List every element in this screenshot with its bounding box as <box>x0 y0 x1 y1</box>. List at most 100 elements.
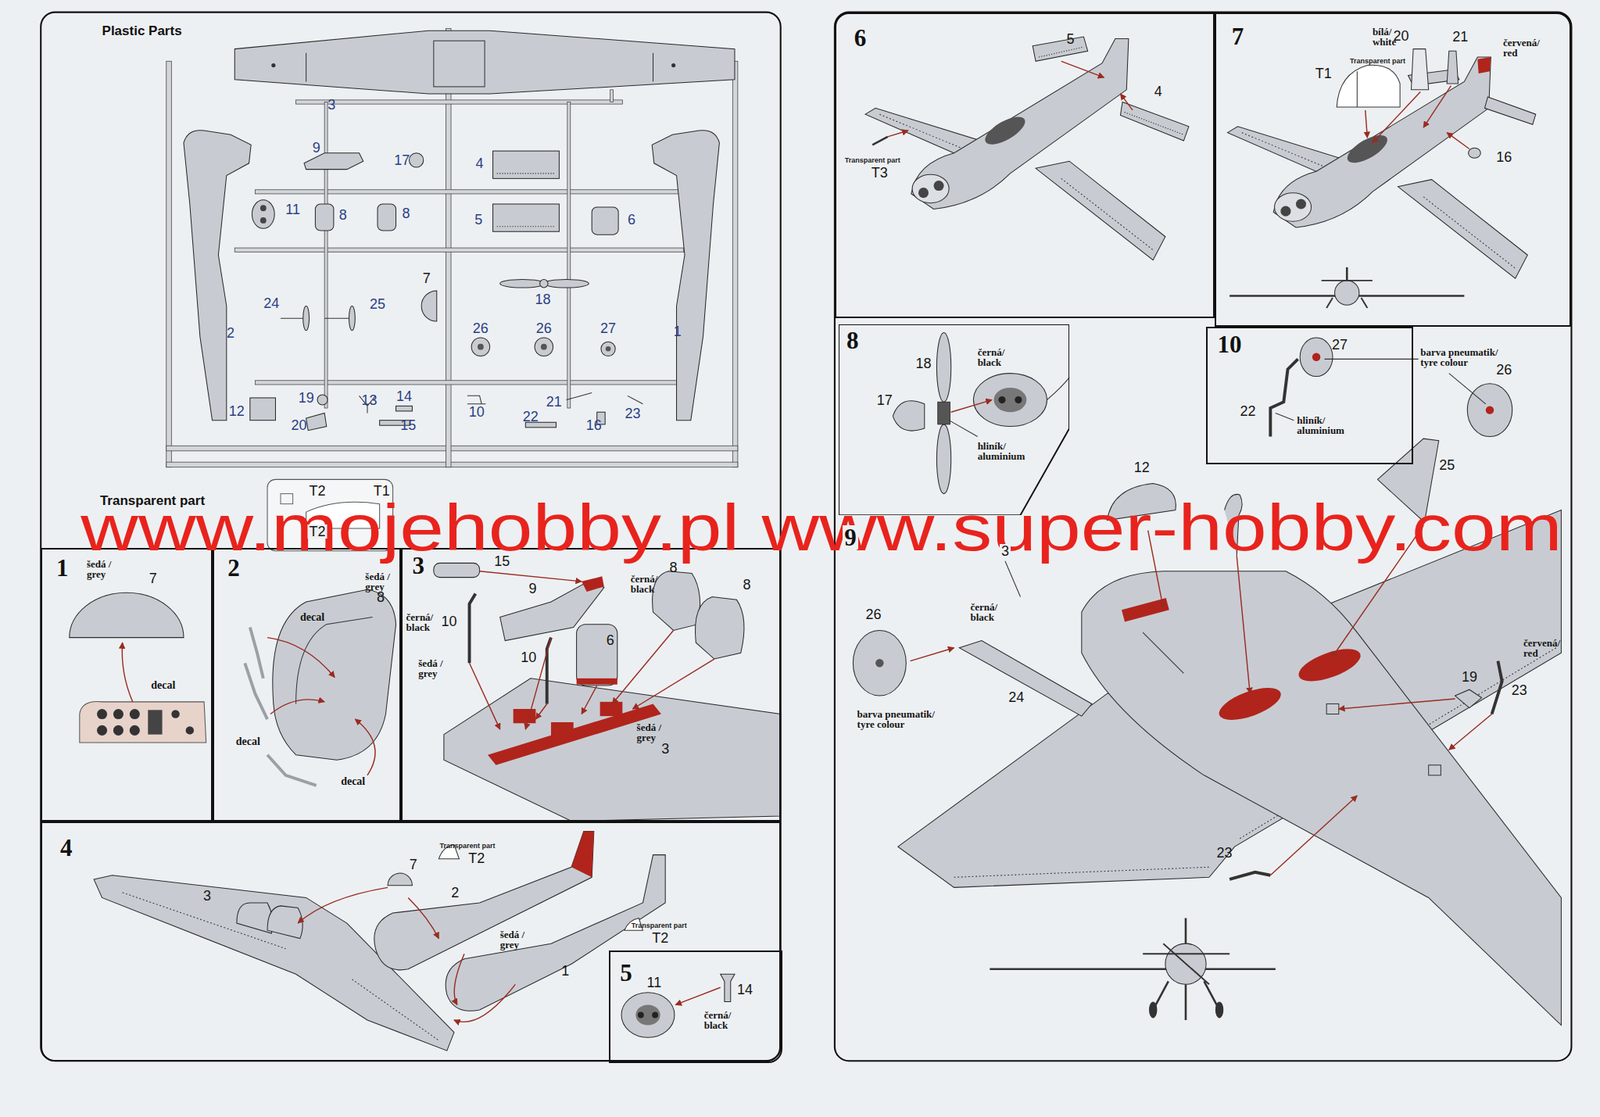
step-number: 4 <box>58 835 75 860</box>
transparent-note: Transparent part <box>1349 57 1406 65</box>
sprue-part <box>314 204 333 231</box>
callout-number: 23 <box>1511 683 1528 698</box>
part-number: 3 <box>327 97 336 112</box>
step-drawing <box>1335 280 1360 305</box>
color-note: černá/ black <box>970 601 1010 623</box>
step-drawing <box>1229 872 1271 880</box>
step-number: 7 <box>1230 24 1246 49</box>
callout-number: T1 <box>1315 66 1332 81</box>
panel-outline <box>838 324 1070 516</box>
color-note: bílá/ white <box>1372 26 1407 47</box>
callout-number: 5 <box>1066 32 1074 47</box>
sprue-frame <box>296 100 623 104</box>
color-note: černá/ black <box>406 612 446 633</box>
step-panel: 2 <box>212 547 402 822</box>
step-number: 8 <box>844 328 861 353</box>
sheet-frame <box>40 12 781 1062</box>
callout-number: 16 <box>1496 150 1512 165</box>
step-drawing <box>1331 525 1424 659</box>
step-drawing <box>1124 112 1185 136</box>
step-drawing <box>121 642 133 702</box>
step-drawing <box>1449 373 1486 405</box>
step-drawing <box>113 725 124 736</box>
step-drawing <box>994 387 1028 412</box>
sprue-part <box>497 172 555 174</box>
sprue-part <box>280 318 307 319</box>
step-drawing <box>632 658 714 709</box>
step-drawing <box>959 640 1092 717</box>
part-number: 1 <box>673 324 682 339</box>
step-drawing <box>1270 795 1357 876</box>
part-number: 19 <box>298 390 315 405</box>
step-drawing <box>892 332 1070 494</box>
step-drawing <box>1477 57 1491 74</box>
step-drawing <box>600 701 623 716</box>
callout-number: 2 <box>451 885 459 900</box>
step-drawing <box>1299 337 1333 377</box>
callout-number: 25 <box>1438 458 1455 473</box>
color-note: černá/ black <box>977 347 1017 368</box>
callout-number: 7 <box>149 571 158 586</box>
color-note: šedá / grey <box>500 929 535 950</box>
transparent-note: Transparent part <box>439 842 495 850</box>
step-drawing <box>1227 49 1536 308</box>
callout-number: 15 <box>492 554 512 569</box>
part-number: 11 <box>285 202 301 217</box>
sprue-part <box>471 337 490 356</box>
sprue-part <box>671 63 676 68</box>
sprue-part <box>497 225 555 227</box>
callout-number: 9 <box>528 581 537 596</box>
sprue-part <box>605 346 612 352</box>
step-drawing <box>948 420 978 437</box>
step-drawing <box>852 438 1561 1025</box>
step-drawing <box>951 400 992 413</box>
sprue-frame <box>732 60 738 467</box>
decal-note: decal <box>236 736 261 748</box>
callout-number: T3 <box>871 165 888 180</box>
callout-number: 7 <box>422 271 431 286</box>
step-drawing <box>621 992 675 1038</box>
transparent-sprue <box>267 479 394 551</box>
step-drawing <box>267 755 317 786</box>
color-note: šedá / grey <box>86 558 122 580</box>
step-drawing <box>1356 71 1358 108</box>
step-drawing <box>244 589 396 786</box>
step-drawing <box>1449 714 1493 751</box>
color-note: hliník/ aluminium <box>1296 415 1354 436</box>
transparent-sprue <box>267 479 394 551</box>
sprue-frame <box>166 28 738 468</box>
step-drawing <box>547 637 552 705</box>
sprue-part <box>651 130 720 421</box>
sheet-frame <box>834 12 1572 1062</box>
callout-number: 3 <box>203 888 212 903</box>
step-drawing <box>1361 297 1368 308</box>
step-drawing <box>469 662 501 730</box>
step-drawing <box>892 400 924 431</box>
callout-number: 18 <box>915 356 931 371</box>
part-number: 16 <box>586 418 602 433</box>
step-drawing <box>581 685 598 715</box>
part-number: 12 <box>229 404 245 419</box>
step-drawing <box>1163 943 1210 985</box>
step-drawing <box>576 624 618 686</box>
step-panel: 5 <box>608 950 783 1064</box>
step-drawing <box>479 571 583 582</box>
callout-number: 20 <box>1392 28 1409 43</box>
step-drawing <box>1312 353 1321 362</box>
step-drawing <box>1338 698 1456 709</box>
step-drawing <box>1148 1002 1157 1019</box>
sprue-frame <box>324 102 328 409</box>
step-drawing <box>445 855 666 1012</box>
step-drawing <box>887 130 909 137</box>
step-drawing <box>1227 57 1528 279</box>
step-drawing <box>909 647 954 662</box>
step-number: 1 <box>54 555 71 580</box>
step-drawing <box>454 953 465 1005</box>
sheet-frame <box>40 12 1572 1062</box>
part-number: 26 <box>536 321 552 336</box>
callout-number: 17 <box>876 393 893 408</box>
step-drawing <box>1120 93 1133 111</box>
sprue-frame <box>166 445 738 452</box>
step-drawing <box>937 401 951 425</box>
step-drawing <box>270 699 325 715</box>
